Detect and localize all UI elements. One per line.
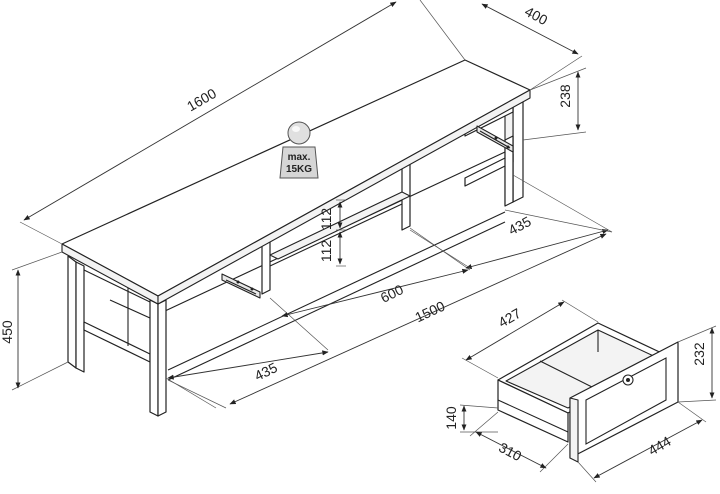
- label-drawer-depth: 444: [645, 433, 673, 459]
- dimension-drawer-height: 232: [677, 325, 717, 403]
- label-total-height: 450: [0, 320, 15, 344]
- left-upper-rail: [83, 269, 151, 303]
- label-center-width: 600: [378, 281, 406, 306]
- tv-stand-body: [61, 59, 531, 417]
- dimension-side-depth: 435: [165, 350, 329, 409]
- left-drawer-runner: [221, 273, 261, 299]
- label-top-height: 238: [557, 84, 573, 108]
- label-drawer-height: 232: [691, 342, 707, 366]
- dimension-total-height: 450: [0, 251, 69, 391]
- label-bottom-length: 1500: [412, 298, 447, 326]
- back-right-leg: [512, 91, 524, 203]
- dimension-drawer-front-height: 140: [443, 404, 499, 433]
- drawer-front-inset: [585, 357, 667, 445]
- label-inner-depth: 435: [506, 213, 534, 238]
- front-left-leg: [75, 261, 85, 373]
- load-badge-line1: max.: [288, 152, 311, 163]
- drawer-side-line: [497, 399, 569, 433]
- load-badge-line2: 15KG: [286, 164, 312, 175]
- label-side-depth: 435: [252, 359, 280, 384]
- front-corner-leg-side: [149, 299, 159, 417]
- left-lower-rail: [83, 321, 151, 363]
- right-drawer-runner: [476, 125, 514, 153]
- label-top-length: 1600: [184, 85, 219, 115]
- front-corner-leg: [157, 299, 167, 417]
- drawer-knob-icon: [622, 374, 634, 386]
- label-drawer-width: 427: [495, 305, 523, 331]
- label-drawer-front-height: 140: [443, 406, 459, 430]
- front-left-leg-side: [67, 255, 77, 369]
- dimension-top-height: 238: [522, 67, 587, 141]
- front-right-leg: [504, 135, 514, 207]
- drawer-front-edge: [569, 397, 579, 463]
- label-depth: 400: [522, 3, 550, 28]
- label-shelf-gap-upper: 112: [318, 208, 334, 231]
- label-shelf-gap-lower: 112: [318, 240, 334, 263]
- label-drawer-side-depth: 310: [496, 439, 524, 464]
